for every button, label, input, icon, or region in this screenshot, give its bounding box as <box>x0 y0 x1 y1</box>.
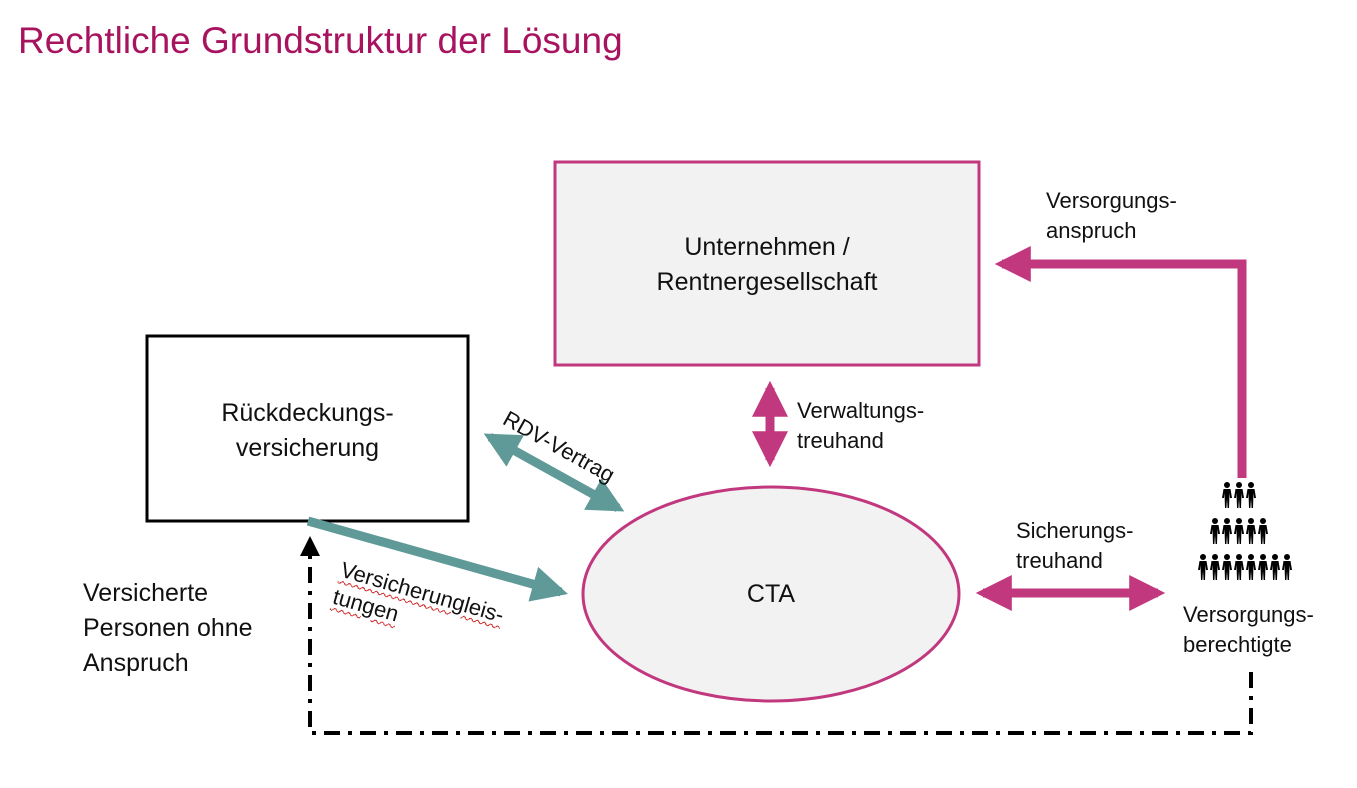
rueckdeckung-box <box>145 334 470 523</box>
verwaltungstreuhand-line1: Verwaltungs- <box>797 398 925 423</box>
versorgungsberechtigte-line2: berechtigte <box>1183 632 1292 657</box>
sicherungstreuhand-line2: treuhand <box>1016 548 1103 573</box>
rueckdeckung-line1: Rückdeckungs- <box>221 399 394 427</box>
unternehmen-box <box>553 160 981 367</box>
versorgungsberechtigte-label: Versorgungs- berechtigte <box>1183 600 1314 660</box>
rueckdeckung-line2: versicherung <box>235 434 380 462</box>
cta-ellipse <box>581 485 961 703</box>
versorgungsanspruch-label: Versorgungs- anspruch <box>1046 186 1177 246</box>
unternehmen-line1: Unternehmen / <box>684 233 850 261</box>
people-group-icon <box>1198 482 1292 580</box>
page-title: Rechtliche Grundstruktur der Lösung <box>18 20 623 61</box>
versicherte-personen-label: Versicherte Personen ohne Anspruch <box>83 576 253 681</box>
cta-label: CTA <box>746 580 796 608</box>
verwaltungstreuhand-label: Verwaltungs- treuhand <box>797 396 924 456</box>
versorgungsanspruch-line2: anspruch <box>1046 218 1137 243</box>
rdv-vertrag-arrow <box>483 433 625 512</box>
versicherte-personen-line3: Anspruch <box>83 649 189 677</box>
versicherte-personen-line1: Versicherte <box>83 579 209 607</box>
versicherte-personen-line <box>300 536 1253 735</box>
versorgungsberechtigte-line1: Versorgungs- <box>1183 602 1314 627</box>
versicherte-personen-line2: Personen ohne <box>83 614 253 642</box>
versorgungsanspruch-arrow <box>994 246 1247 478</box>
sicherungstreuhand-label: Sicherungs- treuhand <box>1016 516 1133 576</box>
verwaltungstreuhand-line2: treuhand <box>797 428 884 453</box>
versicherungsleistungen-arrow <box>306 516 568 602</box>
sicherungstreuhand-line1: Sicherungs- <box>1016 518 1134 543</box>
rueckdeckung-label: Rückdeckungs- versicherung <box>147 396 468 466</box>
unternehmen-label: Unternehmen / Rentnergesellschaft <box>555 230 979 300</box>
versorgungsanspruch-line1: Versorgungs- <box>1046 188 1177 213</box>
unternehmen-line2: Rentnergesellschaft <box>656 268 878 296</box>
